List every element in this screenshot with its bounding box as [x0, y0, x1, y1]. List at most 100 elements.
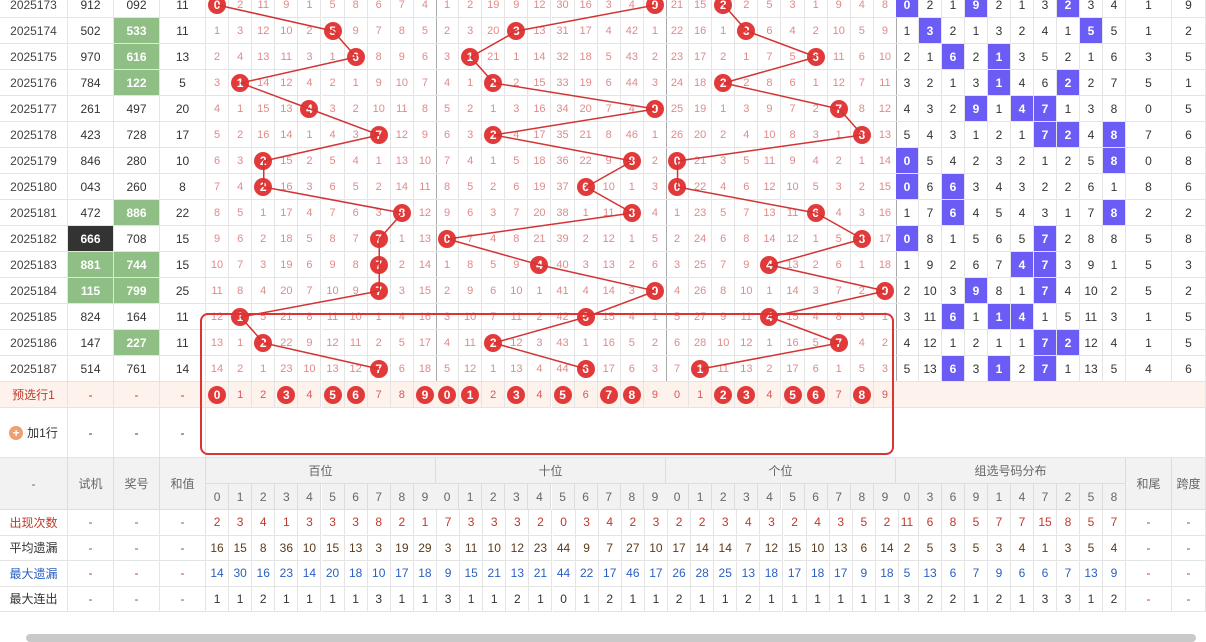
- shi-cell: 7: [505, 200, 529, 226]
- bai-cell: 9: [344, 278, 368, 304]
- stat-value: 13: [344, 535, 368, 561]
- preselect-digit[interactable]: 4: [758, 382, 782, 408]
- shi-cell: 1: [436, 252, 460, 278]
- preselect-digit[interactable]: 3: [735, 382, 759, 408]
- preselect-digit[interactable]: 4: [298, 382, 322, 408]
- preselect-digit[interactable]: 8: [620, 382, 644, 408]
- stat-dash: -: [1172, 561, 1206, 587]
- bai-cell: 2: [298, 18, 322, 44]
- number-ball: 9: [645, 0, 664, 14]
- stat-dash: -: [114, 586, 160, 612]
- preselect-digit[interactable]: 2: [712, 382, 736, 408]
- zu-cell: 6: [919, 174, 942, 200]
- zu-cell: 9: [1080, 252, 1103, 278]
- stat-value: 2: [988, 586, 1011, 612]
- stat-value: 1: [875, 586, 899, 612]
- header-zu-digit: 3: [919, 484, 942, 510]
- preselect-digit[interactable]: 9: [643, 382, 667, 408]
- zu-cell: 1: [942, 0, 965, 18]
- preselect-digit[interactable]: 7: [597, 382, 621, 408]
- add-row-button[interactable]: +加1行: [0, 408, 68, 458]
- ge-cell: 9: [735, 252, 759, 278]
- stat-value: 18: [344, 561, 368, 587]
- ge-cell: 3: [850, 200, 874, 226]
- bai-cell: 1: [229, 70, 253, 96]
- bai-cell: 12: [275, 70, 299, 96]
- sum-tail-cell: 4: [1126, 356, 1172, 382]
- ge-cell: 22: [666, 18, 690, 44]
- shi-cell: 4: [574, 278, 598, 304]
- ge-cell: 26: [689, 278, 713, 304]
- header-digit: 3: [505, 484, 529, 510]
- bai-cell: 3: [229, 148, 253, 174]
- shi-cell: 2: [643, 44, 667, 70]
- preselect-digit[interactable]: 4: [528, 382, 552, 408]
- preselect-digit[interactable]: 3: [505, 382, 529, 408]
- stat-value: 9: [852, 561, 876, 587]
- header-sum: 和值: [160, 458, 206, 510]
- preselect-digit[interactable]: 8: [390, 382, 414, 408]
- preselect-digit[interactable]: 1: [459, 382, 483, 408]
- shi-cell: 7: [482, 304, 506, 330]
- header-digit: 8: [850, 484, 874, 510]
- preselect-digit[interactable]: 7: [367, 382, 391, 408]
- zu-cell: 1: [1034, 304, 1057, 330]
- zu-cell: 10: [919, 278, 942, 304]
- preselect-digit[interactable]: 0: [436, 382, 460, 408]
- shi-cell: 6: [620, 356, 644, 382]
- ge-cell: 14: [781, 278, 805, 304]
- prize-number-cell: 708: [114, 226, 160, 252]
- ge-cell: 4: [758, 304, 782, 330]
- bai-cell: 7: [367, 122, 391, 148]
- header-zu: 组选号码分布: [896, 458, 1126, 484]
- stat-value: 1: [321, 586, 345, 612]
- number-ball: 0: [208, 385, 227, 404]
- bai-cell: 8: [390, 18, 414, 44]
- preselect-digit[interactable]: 8: [850, 382, 874, 408]
- shi-cell: 13: [528, 18, 552, 44]
- preselect-digit[interactable]: 1: [229, 382, 253, 408]
- header-digit: 5: [781, 484, 805, 510]
- shi-cell: 5: [505, 148, 529, 174]
- preselect-digit[interactable]: 9: [413, 382, 437, 408]
- ge-cell: 4: [712, 174, 736, 200]
- zu-cell: 6: [965, 252, 988, 278]
- horizontal-scrollbar[interactable]: [26, 634, 1196, 642]
- preselect-digit[interactable]: 2: [482, 382, 506, 408]
- stat-value: 3: [460, 510, 484, 536]
- stat-value: 0: [552, 586, 576, 612]
- preselect-digit[interactable]: 5: [551, 382, 575, 408]
- preselect-digit[interactable]: 7: [827, 382, 851, 408]
- preselect-digit[interactable]: 2: [252, 382, 276, 408]
- bai-cell: 8: [390, 200, 414, 226]
- span-cell: 3: [1172, 252, 1206, 278]
- preselect-digit[interactable]: 5: [781, 382, 805, 408]
- shi-cell: 4: [436, 70, 460, 96]
- shi-cell: 9: [505, 252, 529, 278]
- bai-cell: 21: [275, 304, 299, 330]
- ge-cell: 10: [758, 122, 782, 148]
- preselect-digit[interactable]: 5: [321, 382, 345, 408]
- stat-label: 出现次数: [0, 510, 68, 536]
- preselect-digit[interactable]: 0: [666, 382, 690, 408]
- preselect-digit[interactable]: 6: [804, 382, 828, 408]
- preselect-digit[interactable]: 9: [873, 382, 897, 408]
- stat-value: 3: [575, 510, 599, 536]
- ge-cell: 7: [735, 200, 759, 226]
- stat-value: 44: [552, 561, 576, 587]
- preselect-digit[interactable]: 6: [344, 382, 368, 408]
- bai-cell: 10: [206, 252, 230, 278]
- bai-cell: 4: [298, 96, 322, 122]
- preselect-digit[interactable]: 0: [206, 382, 230, 408]
- preselect-digit[interactable]: 6: [574, 382, 598, 408]
- preselect-digit[interactable]: 3: [275, 382, 299, 408]
- ge-cell: 2: [804, 18, 828, 44]
- shi-cell: 10: [505, 278, 529, 304]
- preselect-digit[interactable]: 1: [689, 382, 713, 408]
- add-row-input-area[interactable]: [206, 408, 1206, 458]
- bai-cell: 2: [252, 226, 276, 252]
- shi-cell: 3: [436, 44, 460, 70]
- zu-cell: 6: [1080, 174, 1103, 200]
- number-ball: 6: [576, 177, 595, 196]
- stat-value: 1: [460, 586, 484, 612]
